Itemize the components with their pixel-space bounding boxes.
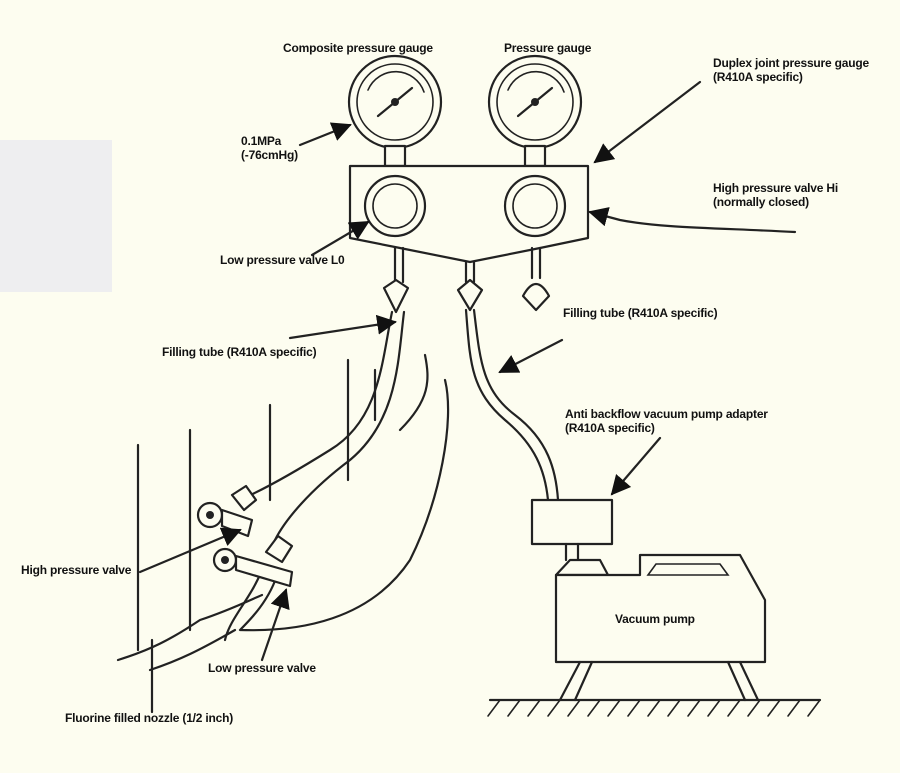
- label-composite-gauge: Composite pressure gauge: [283, 41, 433, 55]
- label-adapter: Anti backflow vacuum pump adapter (R410A…: [565, 407, 768, 435]
- label-pressure-gauge: Pressure gauge: [504, 41, 592, 55]
- manifold-fittings: [382, 246, 551, 314]
- callout-arrows: [138, 80, 797, 662]
- label-vacuum-pump: Vacuum pump: [615, 612, 695, 626]
- hoses: [223, 308, 560, 642]
- label-vacuum-reading: 0.1MPa (-76cmHg): [241, 134, 298, 162]
- label-high-valve-hi: High pressure valve Hi (normally closed): [713, 181, 838, 209]
- composite-gauge: [347, 54, 443, 168]
- label-high-pressure-valve: High pressure valve: [21, 563, 132, 577]
- label-filling-tube-right: Filling tube (R410A specific): [563, 306, 718, 320]
- label-low-pressure-valve: Low pressure valve: [208, 661, 316, 675]
- service-valves: [196, 484, 294, 588]
- label-low-valve-lo: Low pressure valve L0: [220, 253, 345, 267]
- gray-panel: [0, 140, 112, 292]
- pressure-gauge: [487, 54, 583, 168]
- manifold-block: [348, 164, 590, 264]
- label-duplex-joint: Duplex joint pressure gauge (R410A speci…: [713, 56, 869, 84]
- label-nozzle: Fluorine filled nozzle (1/2 inch): [65, 711, 234, 725]
- label-filling-tube-left: Filling tube (R410A specific): [162, 345, 317, 359]
- vacuum-pump-assembly: [487, 498, 822, 717]
- background-pipes: [116, 353, 429, 714]
